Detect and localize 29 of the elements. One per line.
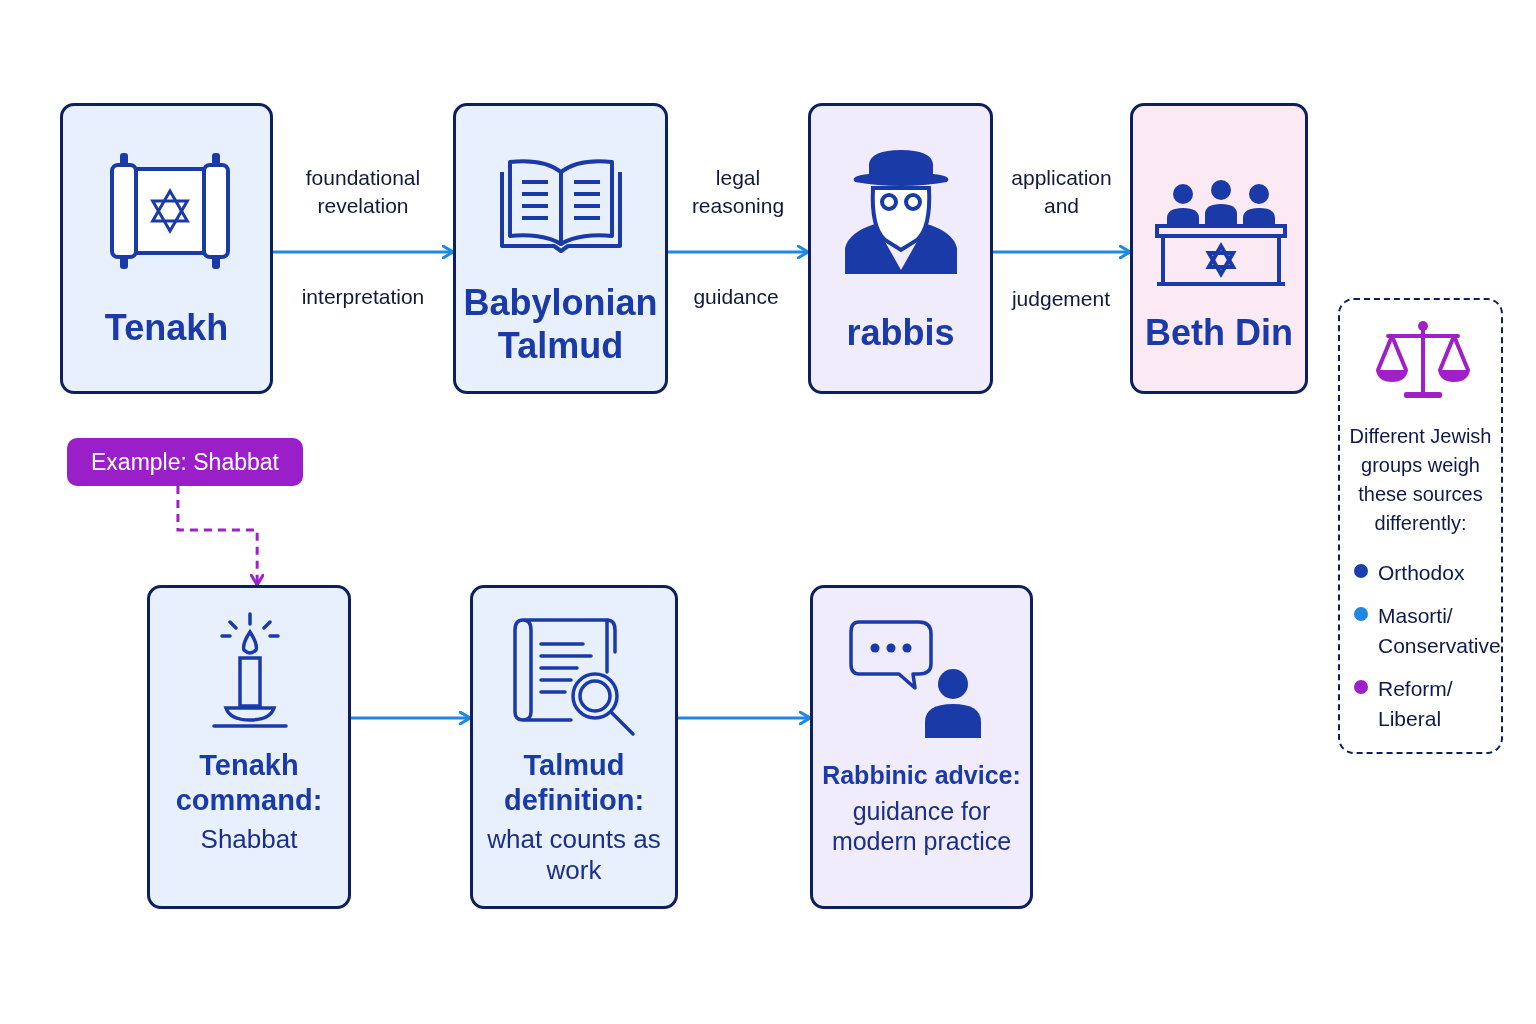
card	[810, 585, 1033, 909]
card-title: Babylonian Talmud	[462, 281, 659, 368]
arrow	[668, 244, 810, 260]
dashed-arrow	[176, 486, 265, 587]
note-panel	[1338, 298, 1503, 754]
card-title: Tenakh command:	[174, 748, 324, 818]
card-description: what counts as work	[486, 823, 662, 886]
card-title: Rabbinic advice:	[821, 760, 1022, 790]
arrow	[993, 244, 1132, 260]
arrow	[678, 710, 812, 726]
card-title: Beth Din	[1144, 311, 1294, 355]
note-text: Different Jewish groups weigh these sources differently:	[1348, 424, 1493, 536]
card-title: Talmud definition:	[502, 748, 646, 818]
legend-text: Masorti/ Conservative	[1378, 603, 1501, 659]
card	[60, 103, 273, 394]
arrow	[351, 710, 472, 726]
arrow	[273, 244, 455, 260]
legend-text: Orthodox	[1378, 560, 1465, 586]
card-title: rabbis	[845, 311, 956, 355]
card	[453, 103, 668, 394]
legend-text: Reform/ Liberal	[1378, 676, 1454, 732]
card-description: guidance for modern practice	[830, 796, 1013, 856]
card	[147, 585, 351, 909]
card-description: Shabbat	[199, 823, 299, 855]
card	[470, 585, 678, 909]
example-tag: Example: Shabbat	[67, 438, 303, 486]
card	[808, 103, 993, 394]
card	[1130, 103, 1308, 394]
card-title: Tenakh	[103, 306, 230, 350]
